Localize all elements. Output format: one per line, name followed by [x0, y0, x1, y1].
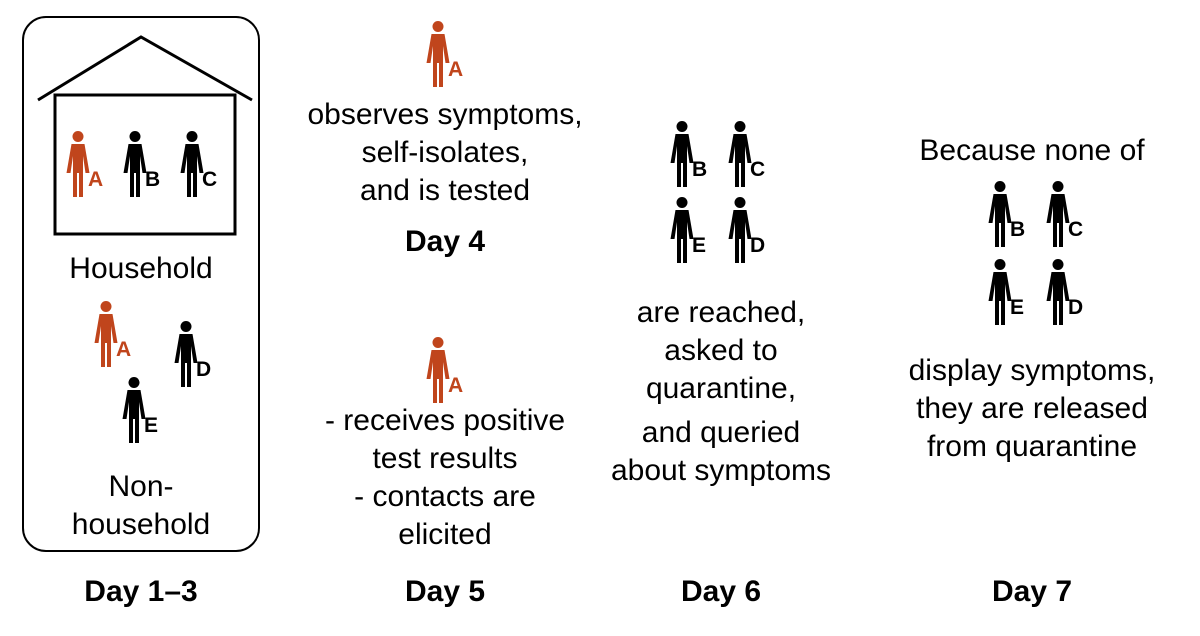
- person-icon-household-a: A: [64, 130, 124, 202]
- day-label-1-3: Day 1–3: [84, 575, 198, 608]
- day6-text-line4: and queried: [641, 416, 801, 449]
- person-label: A: [448, 374, 464, 397]
- person-icon-household-b: B: [121, 130, 181, 202]
- day4-text-line3: and is tested: [359, 174, 531, 207]
- day5-text-line3: - contacts are: [354, 480, 536, 513]
- person-icon-day6-b: B: [668, 120, 728, 192]
- person-label: D: [750, 234, 766, 257]
- day4-text-line2: self-isolates,: [361, 136, 529, 169]
- person-label: D: [196, 358, 212, 381]
- person-label: E: [144, 414, 159, 437]
- person-icon-day4-a: A: [424, 20, 484, 92]
- person-label: B: [145, 168, 161, 191]
- person-label: A: [448, 58, 464, 81]
- person-icon-day7-e: E: [986, 258, 1046, 330]
- person-icon-day6-d: D: [726, 196, 786, 268]
- person-label: D: [1068, 296, 1084, 319]
- day5-text-line4: elicited: [398, 518, 492, 551]
- person-label: B: [692, 158, 708, 181]
- person-label: C: [202, 168, 218, 191]
- person-icon-day6-c: C: [726, 120, 786, 192]
- day-label-7: Day 7: [991, 575, 1073, 608]
- person-icon-day6-e: E: [668, 196, 728, 268]
- person-label: C: [1068, 218, 1084, 241]
- person-icon-day7-c: C: [1044, 180, 1104, 252]
- person-label: A: [116, 338, 132, 361]
- person-icon-nonhousehold-d: D: [172, 320, 232, 392]
- person-label: C: [750, 158, 766, 181]
- person-icon-nonhousehold-a: A: [92, 300, 152, 372]
- house-icon: [37, 35, 253, 236]
- day7-text-line1: display symptoms,: [908, 354, 1156, 387]
- person-icon-household-c: C: [178, 130, 238, 202]
- day-label-6: Day 6: [680, 575, 762, 608]
- person-label: E: [1010, 296, 1025, 319]
- person-label: E: [692, 234, 707, 257]
- person-icon-nonhousehold-e: E: [120, 376, 180, 448]
- day7-text-line3: from quarantine: [926, 430, 1138, 463]
- person-label: A: [88, 168, 104, 191]
- person-icon-day5-a: A: [424, 336, 484, 408]
- person-icon-day7-b: B: [986, 180, 1046, 252]
- day6-text-line2: asked to: [664, 334, 778, 367]
- person-icon-day7-d: D: [1044, 258, 1104, 330]
- day-label-4: Day 4: [404, 225, 486, 258]
- day-label-5: Day 5: [404, 575, 486, 608]
- nonhousehold-label-line1: Non-: [108, 470, 174, 503]
- day7-text-top: Because none of: [919, 134, 1145, 167]
- day1-3-panel-frame: [22, 16, 260, 552]
- nonhousehold-label-line2: household: [71, 508, 211, 541]
- day4-text-line1: observes symptoms,: [307, 98, 583, 131]
- day6-text-line3: quarantine,: [645, 372, 797, 405]
- day5-text-line2: test results: [372, 442, 518, 475]
- day6-text-line5: about symptoms: [610, 454, 832, 487]
- day6-text-line1: are reached,: [636, 296, 806, 329]
- day7-text-line2: they are released: [916, 392, 1148, 425]
- household-label: Household: [69, 252, 213, 285]
- person-label: B: [1010, 218, 1026, 241]
- day5-text-line1: - receives positive: [324, 404, 566, 437]
